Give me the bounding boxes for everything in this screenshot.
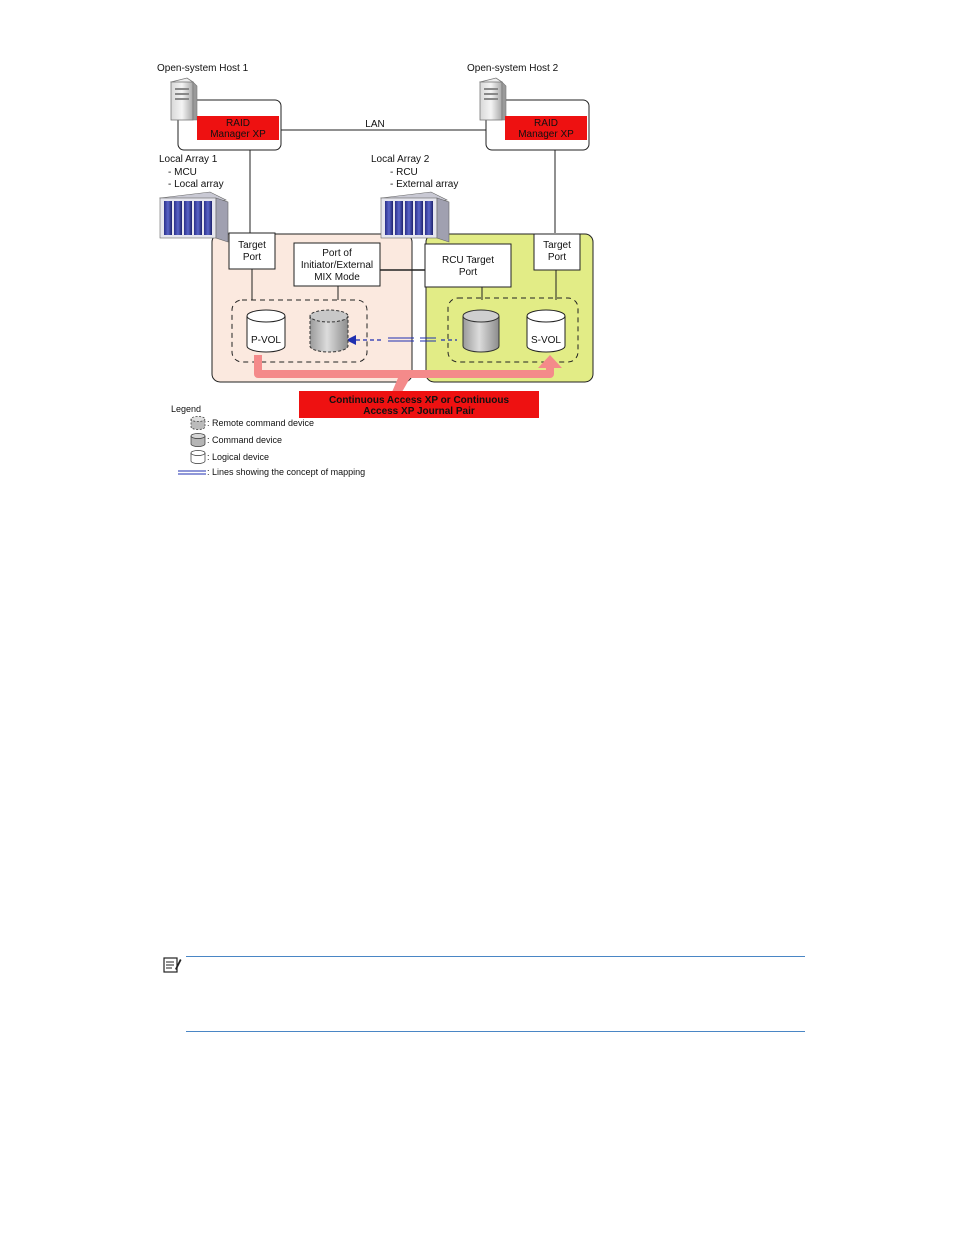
command-device <box>462 309 500 353</box>
note-bottom-rule <box>186 1031 805 1032</box>
array-1-role-2: - Local array <box>168 179 224 190</box>
host-1-title: Open-system Host 1 <box>157 63 249 74</box>
svol-logical-device: S-VOL <box>526 309 566 353</box>
raid-manager-box-2 <box>505 116 587 140</box>
pvol-label: P-VOL <box>251 335 281 346</box>
raid-manager-2-line1: RAID <box>534 118 558 129</box>
legend-mapping-lines-icon <box>178 470 206 475</box>
legend-mapping-lines: : Lines showing the concept of mapping <box>207 467 365 477</box>
rcu-target-port-line1: RCU Target <box>442 255 494 266</box>
target-port-left <box>228 232 276 270</box>
note-top-rule <box>186 956 805 957</box>
legend-logical-device: : Logical device <box>207 452 269 462</box>
target-port-right <box>533 233 581 271</box>
pair-label-line2: Access XP Journal Pair <box>363 406 475 417</box>
pvol-logical-device: P-VOL <box>246 309 286 353</box>
storage-array-icon <box>158 191 229 243</box>
initiator-port-line2: Initiator/External <box>301 260 373 271</box>
raid-manager-box-1 <box>197 116 279 140</box>
lan-label: LAN <box>365 119 384 130</box>
local-volume-group <box>231 299 368 363</box>
legend-remote-command-device-icon <box>190 416 206 430</box>
legend: Legend : Remote command device : Command… <box>171 404 365 477</box>
note-icon <box>162 955 182 975</box>
initiator-port-line1: Port of <box>322 248 352 259</box>
pair-label-line1: Continuous Access XP or Continuous <box>329 395 509 406</box>
storage-array-icon <box>379 191 450 243</box>
pair-arrow <box>254 355 562 392</box>
legend-logical-device-icon <box>190 450 206 464</box>
server-icon <box>170 77 198 121</box>
legend-remote-command-device: : Remote command device <box>207 418 314 428</box>
server-icon <box>479 77 507 121</box>
raid-manager-1-line1: RAID <box>226 118 250 129</box>
array-2-title: Local Array 2 <box>371 154 430 165</box>
target-port-right-line2: Port <box>548 252 567 263</box>
mapping-lines <box>346 335 457 345</box>
rcu-target-port-line2: Port <box>459 267 478 278</box>
remote-command-device <box>309 309 349 353</box>
legend-command-device-icon <box>190 433 206 447</box>
target-port-right-line1: Target <box>543 240 571 251</box>
pair-label-box <box>299 391 539 418</box>
legend-command-device: : Command device <box>207 435 282 445</box>
array-2-role-2: - External array <box>390 179 458 190</box>
rcu-target-port <box>424 243 512 288</box>
host-2-title: Open-system Host 2 <box>467 63 559 74</box>
target-port-left-line1: Target <box>238 240 266 251</box>
initiator-port-line3: MIX Mode <box>314 272 360 283</box>
array-1-role-1: - MCU <box>168 167 197 178</box>
legend-title: Legend <box>171 404 201 414</box>
raid-manager-2-line2: Manager XP <box>518 129 574 140</box>
raid-manager-1-line2: Manager XP <box>210 129 266 140</box>
array-2-role-1: - RCU <box>390 167 418 178</box>
initiator-port <box>293 242 381 287</box>
svol-label: S-VOL <box>531 335 561 346</box>
remote-volume-group <box>447 297 579 363</box>
target-port-left-line2: Port <box>243 252 262 263</box>
array-1-title: Local Array 1 <box>159 154 218 165</box>
